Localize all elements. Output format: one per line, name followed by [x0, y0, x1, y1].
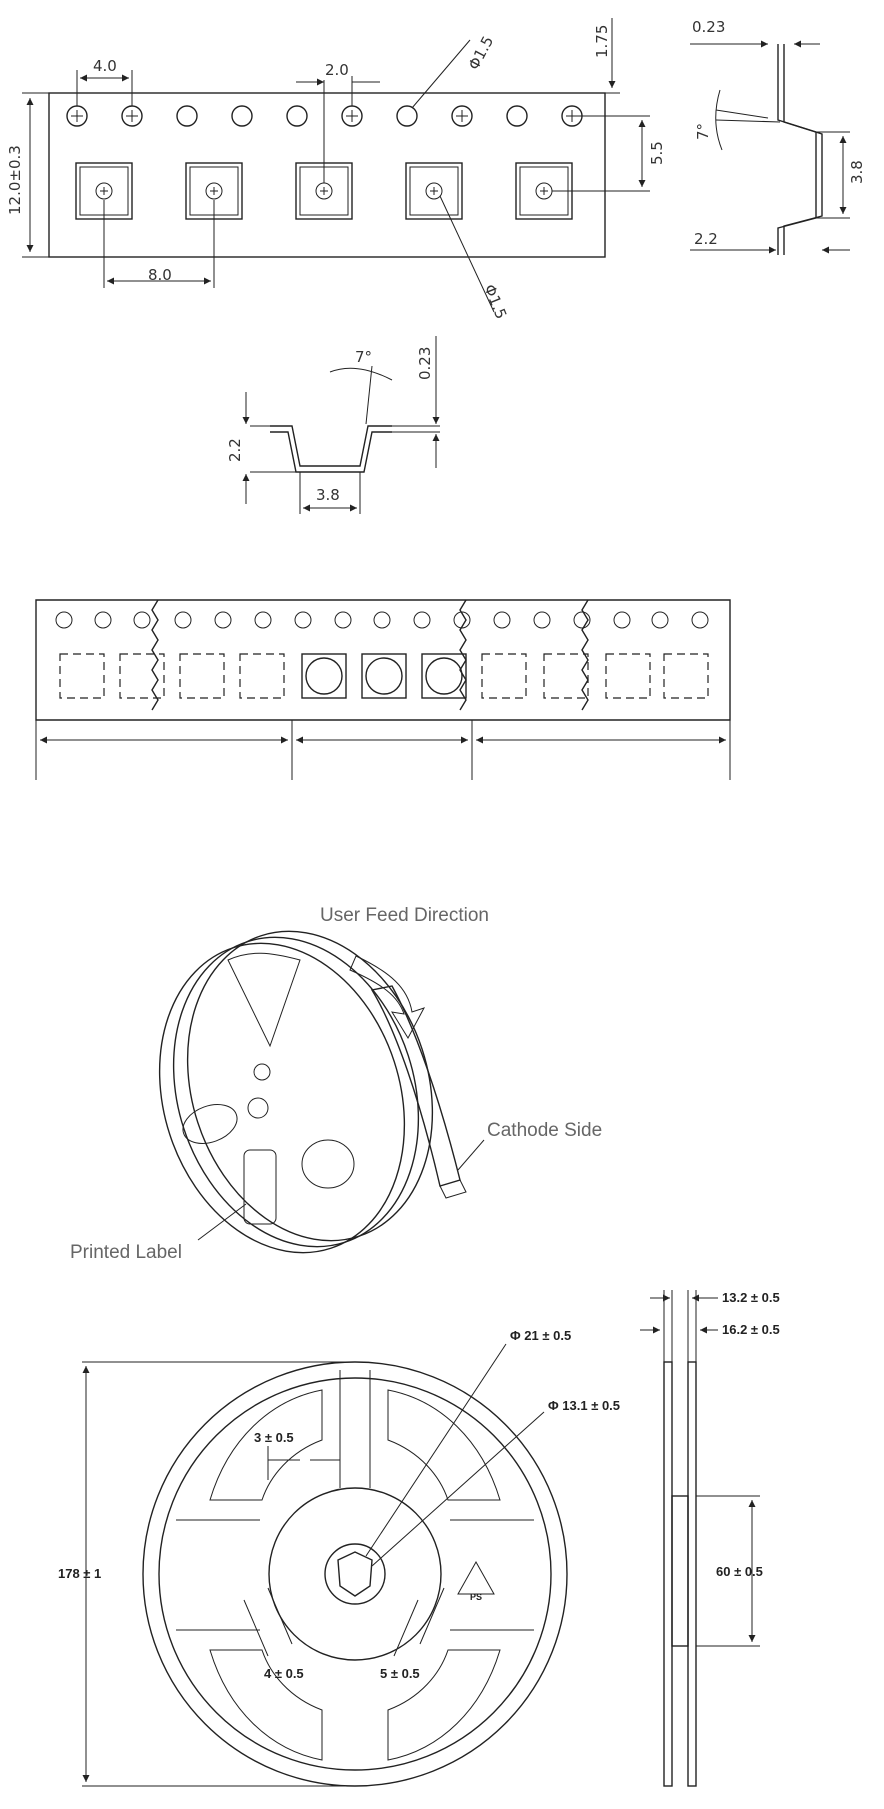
- front-angle-label: 7°: [355, 348, 372, 366]
- sprocket-hole: [396, 105, 418, 127]
- offset-label: 2.0: [325, 61, 349, 79]
- cathode-side-label: Cathode Side: [487, 1120, 602, 1141]
- pocket-pitch-label: 8.0: [148, 266, 172, 284]
- sprocket-hole: [451, 105, 473, 127]
- hub-height-label: 60 ± 0.5: [716, 1564, 763, 1579]
- front-section: 7° 0.23 2.2 3.8: [226, 336, 440, 514]
- feed-direction-label: User Feed Direction: [320, 905, 489, 926]
- slot-left-label: 4 ± 0.5: [264, 1666, 304, 1681]
- pitch-hole-label: 4.0: [93, 57, 117, 75]
- reel-perspective: User Feed Direction Cathode Side Printed…: [70, 905, 602, 1263]
- hub-inner-label: Φ 13.1 ± 0.5: [548, 1398, 620, 1413]
- side-depth-label: 3.8: [848, 160, 866, 184]
- sprocket-hole: [286, 105, 308, 127]
- printed-label-area: [243, 1149, 277, 1225]
- loaded-pockets: [301, 653, 467, 699]
- recycle-mark-text: PS: [470, 1592, 482, 1602]
- width-label: 12.0±0.3: [6, 145, 24, 215]
- width-inner-label: 13.2 ± 0.5: [722, 1290, 780, 1305]
- sprocket-hole: [506, 105, 528, 127]
- pocket: [405, 162, 463, 220]
- side-thickness-label: 0.23: [692, 18, 725, 36]
- slot-right-label: 5 ± 0.5: [380, 1666, 420, 1681]
- hole-dia-label: Φ1.5: [465, 33, 498, 73]
- tape-strip: [35, 599, 731, 780]
- front-thickness-label: 0.23: [416, 347, 434, 380]
- side-height-label: 2.2: [694, 230, 718, 248]
- printed-label-text: Printed Label: [70, 1242, 182, 1263]
- side-angle-label: 7°: [694, 123, 712, 140]
- pocket-center-label: 5.5: [648, 141, 666, 165]
- recycle-mark-icon: [457, 1560, 495, 1595]
- reel-front-view: PS 178 ± 1 Φ 21 ± 0.5 Φ 13.1 ± 0.5 3 ± 0…: [58, 1328, 620, 1787]
- key-width-label: 3 ± 0.5: [254, 1430, 294, 1445]
- side-section: 0.23 7° 3.8 2.2: [690, 18, 866, 255]
- sprocket-hole: [231, 105, 253, 127]
- tape-top-view: 12.0±0.3 4.0 2.0 Φ1.5 1.75 5.5 8.0 Φ1.5: [6, 18, 666, 322]
- edge-label: 1.75: [593, 25, 611, 58]
- front-height-label: 2.2: [226, 438, 244, 462]
- tape-outline: [48, 92, 606, 258]
- reel-side-view: 13.2 ± 0.5 16.2 ± 0.5 60 ± 0.5: [640, 1290, 780, 1787]
- front-width-label: 3.8: [316, 486, 340, 504]
- feed-arrow-icon: [349, 955, 426, 1040]
- outer-dia-label: 178 ± 1: [58, 1566, 101, 1581]
- width-outer-label: 16.2 ± 0.5: [722, 1322, 780, 1337]
- sprocket-hole: [176, 105, 198, 127]
- hub-outer-label: Φ 21 ± 0.5: [510, 1328, 571, 1343]
- pocket-hole-dia-label: Φ1.5: [480, 282, 510, 322]
